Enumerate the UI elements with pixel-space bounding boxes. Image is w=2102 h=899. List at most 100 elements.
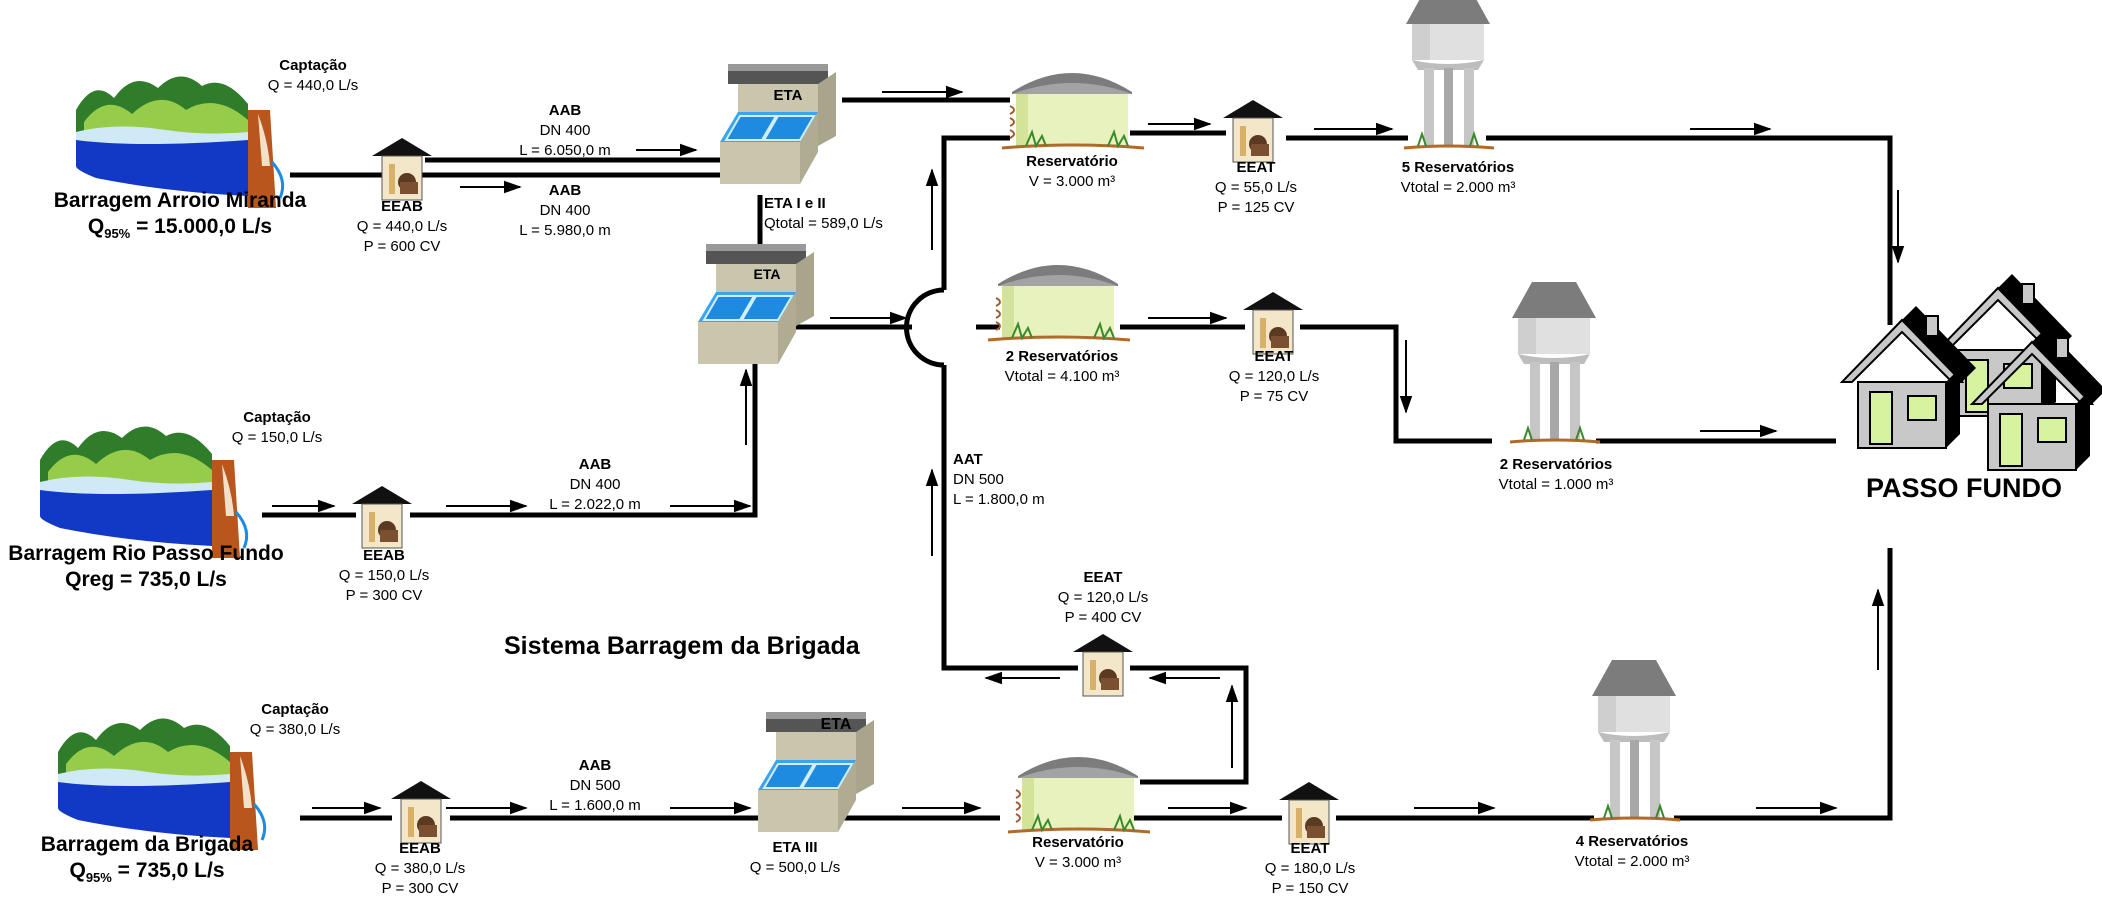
pipe-tower-city-top xyxy=(1486,135,1893,325)
eeab-miranda-label: EEAB Q = 440,0 L/s P = 600 CV xyxy=(342,197,462,257)
pipe-diameter: DN 400 xyxy=(539,122,591,139)
pump-station-icon xyxy=(371,137,433,201)
city-name: PASSO FUNDO xyxy=(1866,473,2063,503)
captacao-value: Q = 440,0 L/s xyxy=(267,77,359,94)
pipe-diameter: DN 400 xyxy=(569,476,621,493)
eeat-bottom-label: EEAT Q = 180,0 L/s P = 150 CV xyxy=(1250,839,1370,899)
eeat-top-label: EEAT Q = 55,0 L/s P = 125 CV xyxy=(1196,158,1316,218)
aab-1-label: AAB DN 400 L = 6.050,0 m xyxy=(500,101,630,161)
source-flow: Q95% = 735,0 L/s xyxy=(22,858,272,891)
pipe-network xyxy=(262,97,1893,821)
eeab-passo-fundo-label: EEAB Q = 150,0 L/s P = 300 CV xyxy=(324,546,444,606)
houses-icon xyxy=(1841,273,2102,471)
eta-middle-sign: ETA xyxy=(753,266,781,282)
pump-flow: Q = 150,0 L/s xyxy=(338,567,430,584)
pump-flow: Q = 180,0 L/s xyxy=(1264,860,1356,877)
source-miranda-label: Barragem Arroio Miranda Q95% = 15.000,0 … xyxy=(20,188,340,247)
treatment-plant-icon xyxy=(697,243,815,365)
pipe-main-trunk-top xyxy=(941,135,1010,290)
tower-title: 5 Reservatórios xyxy=(1401,159,1515,176)
flow-symbol: Q xyxy=(87,215,105,238)
pump-power: P = 75 CV xyxy=(1239,388,1309,405)
pump-station-icon xyxy=(1072,633,1134,697)
pipe-length: L = 6.050,0 m xyxy=(519,142,611,159)
flow-value: = 15.000,0 L/s xyxy=(130,215,273,238)
pipe-crossover xyxy=(904,287,945,368)
reservoir-title: Reservatório xyxy=(1026,153,1118,170)
eta-3-label: ETA III Q = 500,0 L/s xyxy=(730,838,860,878)
pump-station-icon xyxy=(1222,99,1284,163)
pump-flow: Q = 120,0 L/s xyxy=(1228,368,1320,385)
pump-power: P = 400 CV xyxy=(1064,609,1142,626)
tower-bottom-label: 4 Reservatórios Vtotal = 2.000 m³ xyxy=(1552,832,1712,872)
source-brigada-label: Barragem da Brigada Q95% = 735,0 L/s xyxy=(22,832,272,891)
captacao-value: Q = 150,0 L/s xyxy=(231,429,323,446)
pump-power: P = 600 CV xyxy=(363,238,441,255)
pipe-title: AAB xyxy=(578,757,612,774)
pump-title: EEAB xyxy=(363,547,405,564)
pipe-length: L = 1.600,0 m xyxy=(549,797,641,814)
pump-station-icon xyxy=(390,780,452,844)
tower-volume: Vtotal = 1.000 m³ xyxy=(1498,476,1614,493)
tower-top-label: 5 Reservatórios Vtotal = 2.000 m³ xyxy=(1378,158,1538,198)
reservoir-icon xyxy=(1000,71,1146,150)
pump-title: EEAT xyxy=(1254,348,1294,365)
reservoir-top-label: Reservatório V = 3.000 m³ xyxy=(1002,152,1142,192)
water-tower-icon xyxy=(1402,0,1496,150)
pump-title: EEAB xyxy=(381,198,423,215)
source-flow: Q95% = 15.000,0 L/s xyxy=(20,214,340,247)
pipe-title: AAT xyxy=(953,451,983,468)
pump-power: P = 300 CV xyxy=(381,880,459,897)
pump-flow: Q = 120,0 L/s xyxy=(1057,589,1149,606)
source-passo-fundo-label: Barragem Rio Passo Fundo Qreg = 735,0 L/… xyxy=(0,541,292,593)
pipe-length: L = 1.800,0 m xyxy=(953,491,1045,508)
pump-title: EEAB xyxy=(399,840,441,857)
pump-flow: Q = 380,0 L/s xyxy=(374,860,466,877)
pipe-aab-3 xyxy=(410,360,758,518)
eta-top-sign: ETA xyxy=(773,87,803,104)
flow-arrows xyxy=(272,85,1905,815)
aab-2-label: AAB DN 400 L = 5.980,0 m xyxy=(500,181,630,241)
pipe-diameter: DN 400 xyxy=(539,202,591,219)
flow-value: = 735,0 L/s xyxy=(111,859,225,882)
reservoir-volume: Vtotal = 4.100 m³ xyxy=(1004,368,1120,385)
aab-3-label: AAB DN 400 L = 2.022,0 m xyxy=(530,455,660,515)
aat-label: AAT DN 500 L = 1.800,0 m xyxy=(953,450,1083,510)
pipe-diameter: DN 500 xyxy=(569,777,621,794)
system-title: Sistema Barragem da Brigada xyxy=(504,632,860,660)
pump-title: EEAT xyxy=(1290,840,1330,857)
reservoir-middle-label: 2 Reservatórios Vtotal = 4.100 m³ xyxy=(982,347,1142,387)
tower-title: 2 Reservatórios xyxy=(1499,456,1613,473)
captacao-value: Q = 380,0 L/s xyxy=(249,721,341,738)
eta-bottom-sign: ETA xyxy=(820,716,852,733)
pipe-loop-eeat-back xyxy=(1130,665,1249,785)
eeat-middle-label: EEAT Q = 120,0 L/s P = 75 CV xyxy=(1214,347,1334,407)
pump-station-icon xyxy=(1242,291,1304,355)
source-name: Barragem Rio Passo Fundo xyxy=(8,542,284,565)
pipe-eeat-middle-out xyxy=(1300,324,1492,444)
pipe-length: L = 2.022,0 m xyxy=(549,496,641,513)
pump-power: P = 300 CV xyxy=(345,587,423,604)
pump-power: P = 150 CV xyxy=(1271,880,1349,897)
plant-flow: Q = 500,0 L/s xyxy=(749,859,841,876)
flow-subscript: 95% xyxy=(104,226,131,242)
tower-volume: Vtotal = 2.000 m³ xyxy=(1400,179,1516,196)
reservoir-bottom-label: Reservatório V = 3.000 m³ xyxy=(1008,833,1148,873)
pump-station-icon xyxy=(351,485,413,549)
pump-station-icon xyxy=(1278,781,1340,845)
reservoir-title: 2 Reservatórios xyxy=(1005,348,1119,365)
captacao-title: Captação xyxy=(261,701,329,718)
eeab-brigada-label: EEAB Q = 380,0 L/s P = 300 CV xyxy=(360,839,480,899)
reservoir-icon xyxy=(986,263,1132,342)
pipe-aat-trunk xyxy=(941,365,1078,671)
pipe-length: L = 5.980,0 m xyxy=(519,222,611,239)
tower-title: 4 Reservatórios xyxy=(1575,833,1689,850)
pump-title: EEAT xyxy=(1083,569,1123,586)
captacao-title: Captação xyxy=(243,409,311,426)
reservoir-icon xyxy=(1006,755,1152,834)
eeat-loop-label: EEAT Q = 120,0 L/s P = 400 CV xyxy=(1040,568,1166,628)
pump-flow: Q = 55,0 L/s xyxy=(1214,179,1298,196)
pipe-title: AAB xyxy=(578,456,612,473)
